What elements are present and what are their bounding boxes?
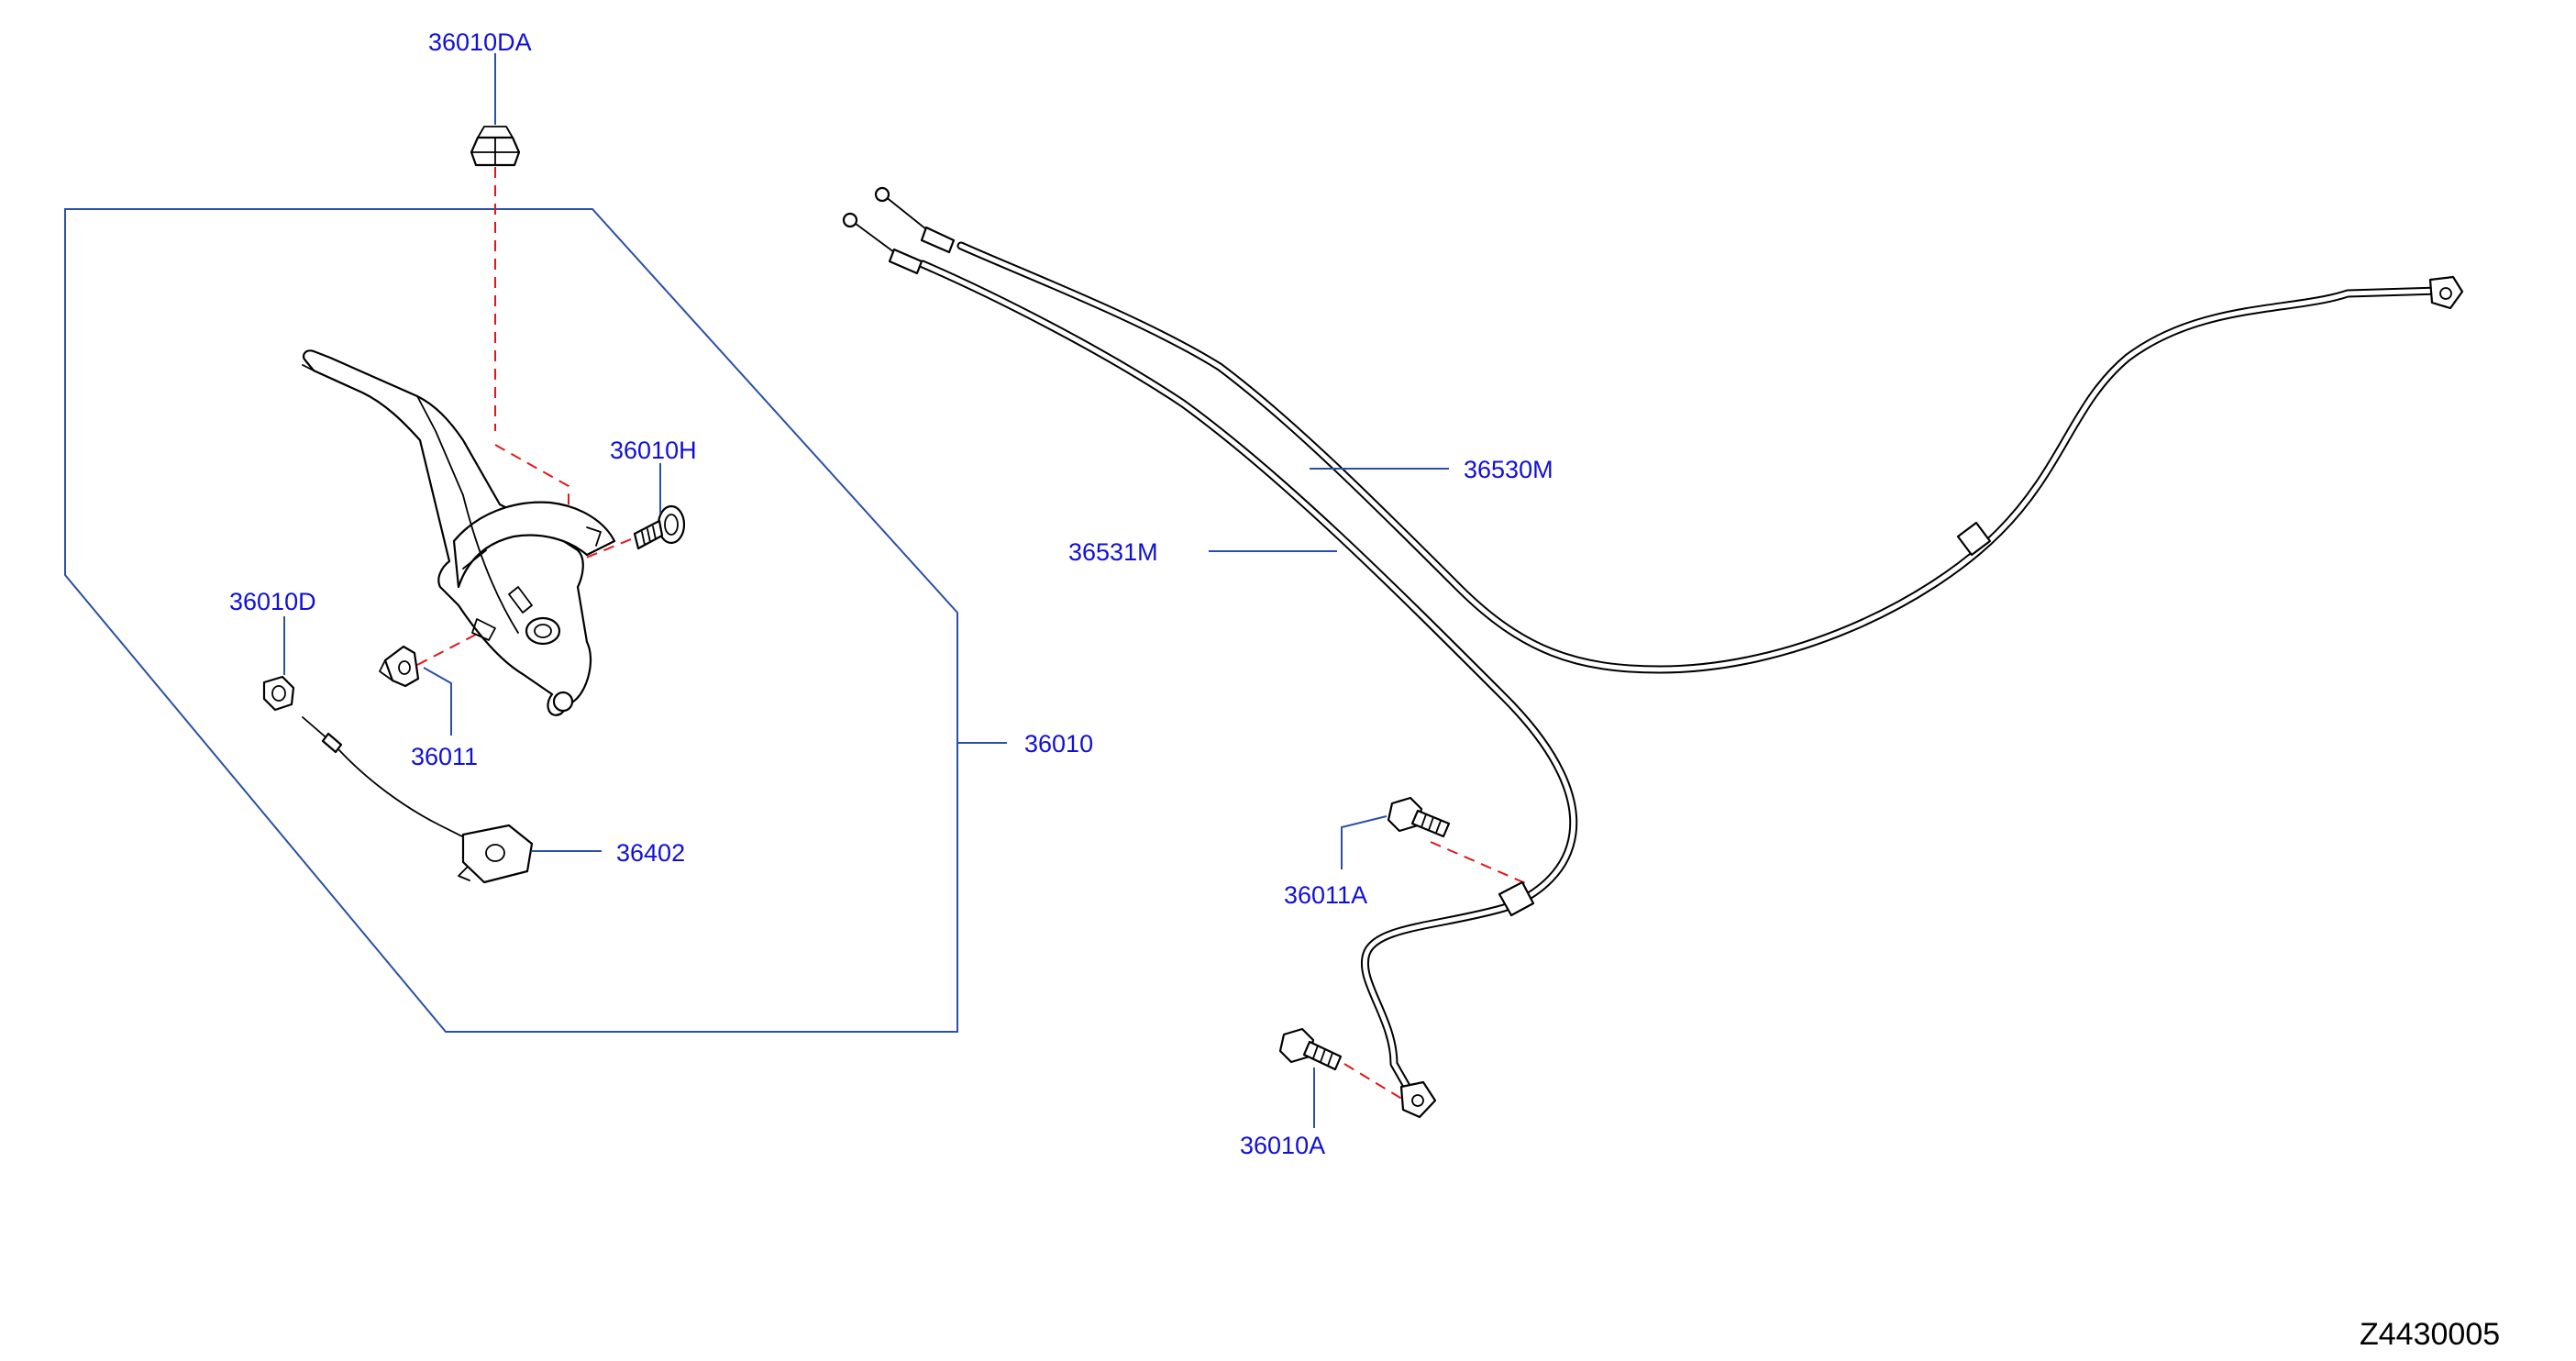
- callout-labels: 36010DA 36010H 36010D 36011 36010 36402 …: [229, 28, 1553, 1159]
- label-36531m: 36531M: [1068, 538, 1158, 566]
- label-36010d: 36010D: [229, 588, 316, 615]
- bolt-36010h: [633, 504, 686, 550]
- parking-brake-cables: [842, 186, 2464, 1119]
- label-36010h: 36010H: [610, 437, 697, 464]
- label-36010da: 36010DA: [428, 28, 532, 56]
- label-36402: 36402: [616, 839, 685, 867]
- bolt-36011a: [1387, 796, 1451, 838]
- label-36011a: 36011A: [1284, 881, 1367, 909]
- diagram-reference-id: Z4430005: [2360, 1317, 2500, 1352]
- brake-switch-36402: [302, 716, 534, 884]
- leader-lines: [283, 53, 1449, 1128]
- label-36011: 36011: [411, 743, 478, 770]
- label-36530m: 36530M: [1464, 456, 1553, 483]
- nut-36010d: [262, 675, 295, 712]
- assembly-frame: [64, 208, 958, 1033]
- bolt-36010a: [1278, 1027, 1343, 1071]
- parking-brake-lever: [302, 349, 616, 716]
- nut-36010da: [470, 126, 521, 167]
- bracket-36011: [379, 645, 420, 688]
- label-36010a: 36010A: [1240, 1132, 1325, 1159]
- label-36010: 36010: [1024, 730, 1093, 758]
